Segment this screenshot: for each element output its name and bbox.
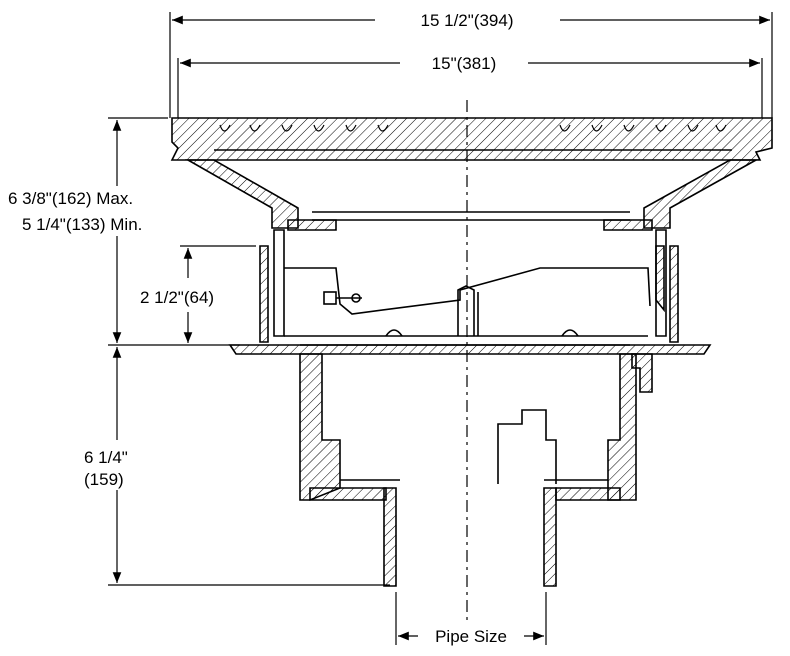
adjusting-bolt — [323, 291, 362, 305]
overall-width-dimension: 15 1/2"(394) — [169, 11, 773, 118]
grate-width-dimension: 15"(381) — [177, 54, 763, 118]
height-max-label: 6 3/8"(162) Max. — [8, 189, 133, 208]
drain-body — [299, 353, 653, 501]
body-height-label-1: 6 1/4" — [84, 448, 128, 467]
pipe-size-dimension: Pipe Size — [395, 592, 547, 646]
adjustable-sleeve — [259, 229, 679, 343]
grate-width-label: 15"(381) — [432, 54, 497, 73]
body-flange — [228, 344, 712, 355]
adjustment-label: 2 1/2"(64) — [140, 288, 214, 307]
outlet-pipe — [383, 487, 557, 587]
body-height-dimension: 6 1/4" (159) — [84, 347, 390, 586]
frame-funnel — [184, 159, 760, 231]
overall-height-dimension: 6 3/8"(162) Max. 5 1/4"(133) Min. — [8, 117, 168, 343]
height-min-label: 5 1/4"(133) Min. — [22, 215, 142, 234]
body-height-label-2: (159) — [84, 470, 124, 489]
adjustment-dimension: 2 1/2"(64) — [140, 245, 256, 343]
grate-slots — [219, 124, 727, 132]
grate — [170, 117, 773, 161]
overall-width-label: 15 1/2"(394) — [421, 11, 514, 30]
pipe-size-label: Pipe Size — [435, 627, 507, 646]
